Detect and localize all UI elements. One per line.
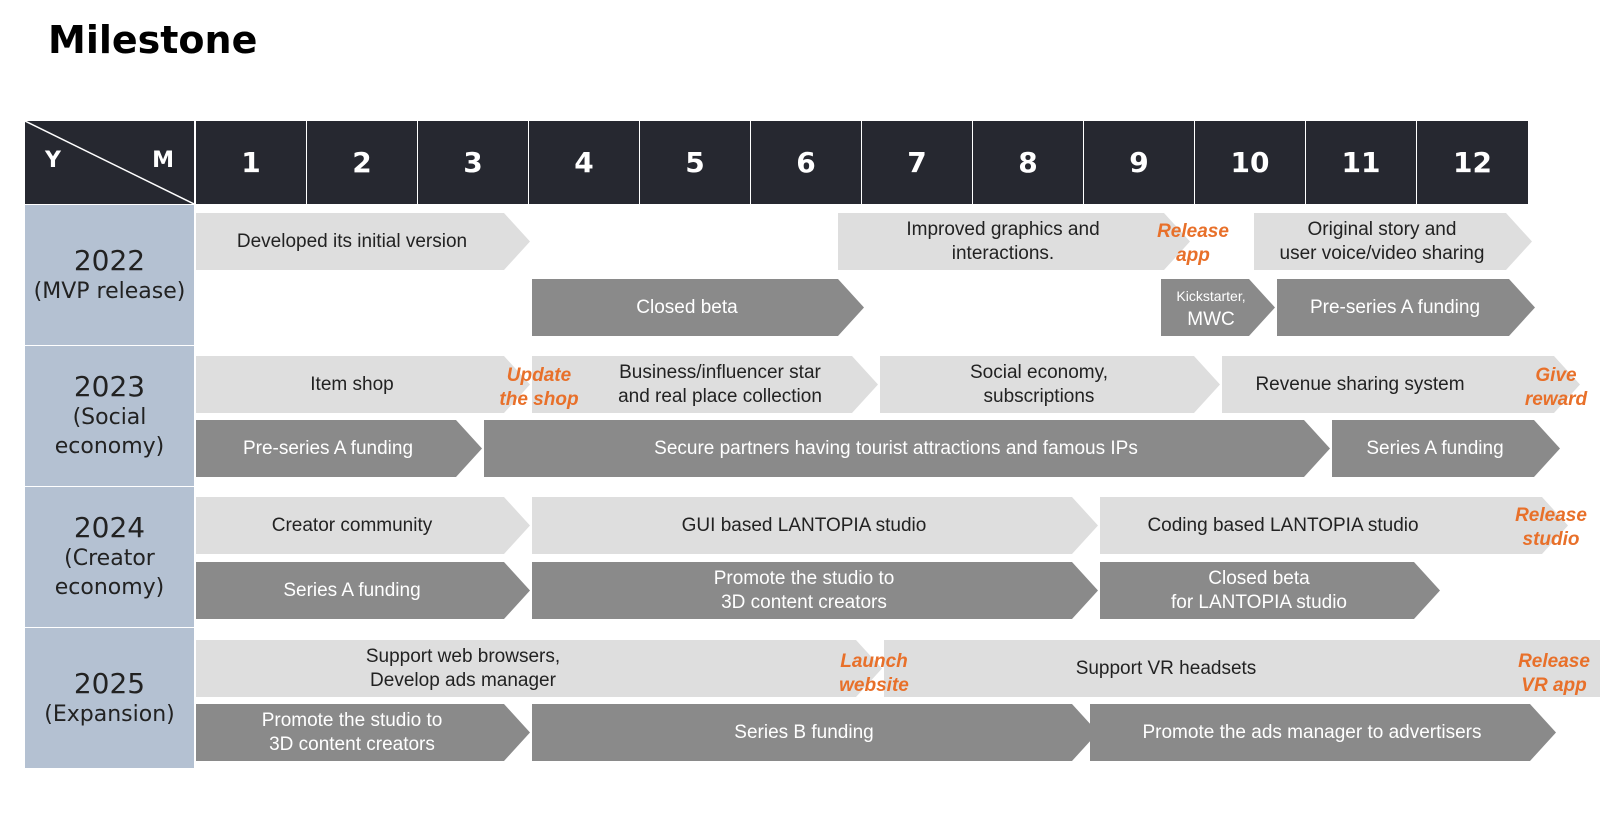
milestone-coding-studio: Coding based LANTOPIA studio <box>1100 497 1568 554</box>
kickstarter-label: Kickstarter, <box>1176 287 1246 304</box>
note-release-app: Release app <box>1157 221 1229 266</box>
month-header-8: 8 <box>973 121 1083 204</box>
milestone-creator-community: Creator community <box>196 497 530 554</box>
milestone-kickstarter-mwc: Kickstarter, MWC <box>1161 279 1275 336</box>
diagonal-divider <box>25 121 194 204</box>
milestone-series-a-2024: Series A funding <box>196 562 530 619</box>
month-header-3: 3 <box>418 121 528 204</box>
month-header-6: 6 <box>751 121 861 204</box>
milestone-secure-partners: Secure partners having tourist attractio… <box>484 420 1330 477</box>
note-launch-website: Launch website <box>839 651 909 696</box>
milestone-initial-version: Developed its initial version <box>196 213 530 270</box>
month-axis-label: M <box>152 148 174 173</box>
year-subtitle: (MVP release) <box>33 278 186 304</box>
milestone-business-influencer: Business/influencer star and real place … <box>532 356 878 413</box>
milestone-gui-studio: GUI based LANTOPIA studio <box>532 497 1098 554</box>
month-header-7: 7 <box>862 121 972 204</box>
year-label: 2025 <box>73 666 146 700</box>
note-give-reward: Give reward <box>1524 365 1588 410</box>
milestone-promote-studio-2025: Promote the studio to 3D content creator… <box>196 704 530 761</box>
milestone-vr-headsets: Support VR headsets <box>884 640 1600 697</box>
note-release-studio: Release studio <box>1515 505 1587 550</box>
year-cell-2023: 2023 (Social economy) <box>25 346 194 486</box>
milestone-series-b: Series B funding <box>532 704 1098 761</box>
milestone-web-browsers: Support web browsers, Develop ads manage… <box>196 640 882 697</box>
year-subtitle: (Creator economy) <box>54 546 165 600</box>
milestone-promote-ads: Promote the ads manager to advertisers <box>1090 704 1556 761</box>
milestone-preseries-a-2022: Pre-series A funding <box>1277 279 1535 336</box>
year-cell-2025: 2025 (Expansion) <box>25 628 194 768</box>
month-header-1: 1 <box>196 121 306 204</box>
year-label: 2024 <box>73 511 146 544</box>
page-title: Milestone <box>48 18 258 62</box>
milestone-revenue-sharing: Revenue sharing system <box>1222 356 1580 413</box>
note-update-shop: Update the shop <box>499 365 579 410</box>
milestone-improved-graphics: Improved graphics and interactions. <box>838 213 1190 270</box>
month-header-11: 11 <box>1306 121 1416 204</box>
year-subtitle: (Social economy) <box>54 405 165 459</box>
mwc-label: MWC <box>1187 308 1235 330</box>
milestone-original-story: Original story and user voice/video shar… <box>1254 213 1532 270</box>
month-header-5: 5 <box>640 121 750 204</box>
year-subtitle: (Expansion) <box>44 701 175 727</box>
milestone-closed-beta-studio: Closed beta for LANTOPIA studio <box>1100 562 1440 619</box>
month-header-10: 10 <box>1195 121 1305 204</box>
header-corner-cell: Y M <box>25 121 194 204</box>
year-cell-2022: 2022 (MVP release) <box>25 205 194 345</box>
year-cell-2024: 2024 (Creator economy) <box>25 487 194 627</box>
milestone-promote-studio-2024: Promote the studio to 3D content creator… <box>532 562 1098 619</box>
milestone-closed-beta: Closed beta <box>532 279 864 336</box>
year-label: 2023 <box>73 370 146 403</box>
month-header-9: 9 <box>1084 121 1194 204</box>
month-header-4: 4 <box>529 121 639 204</box>
milestone-series-a-2023: Series A funding <box>1332 420 1560 477</box>
milestone-preseries-a-2023: Pre-series A funding <box>196 420 482 477</box>
year-label: 2022 <box>73 243 146 277</box>
milestone-item-shop: Item shop <box>196 356 530 413</box>
month-header-2: 2 <box>307 121 417 204</box>
month-header-12: 12 <box>1417 121 1528 204</box>
milestone-social-economy: Social economy, subscriptions <box>880 356 1220 413</box>
year-axis-label: Y <box>45 148 61 173</box>
note-release-vr-app: Release VR app <box>1518 651 1590 696</box>
